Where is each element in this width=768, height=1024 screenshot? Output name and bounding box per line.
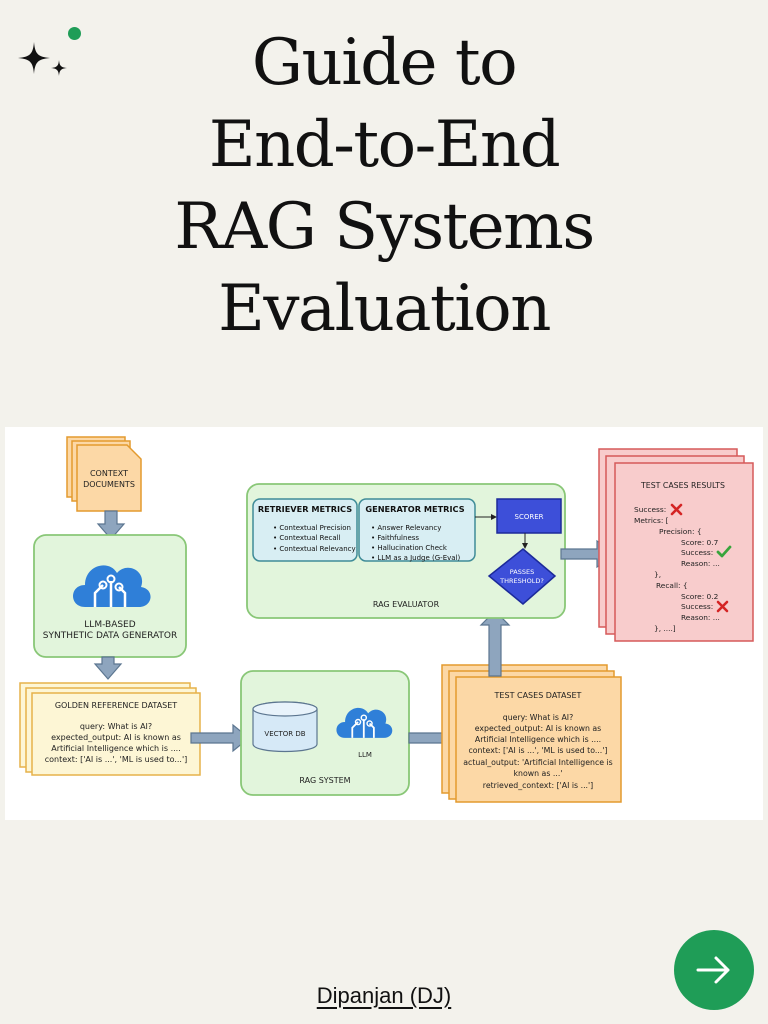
retriever-metrics-title: RETRIEVER METRICS [258,504,352,514]
title-line: End-to-End [208,108,561,182]
next-button[interactable] [674,930,754,1010]
test-dataset-title: TEST CASES DATASET [494,691,582,700]
results-line: Score: 0.2 [681,592,718,601]
generator-metric: • LLM as a Judge (G-Eval) [371,554,461,562]
generator-label: SYNTHETIC DATA GENERATOR [43,631,178,641]
test-dataset-line: query: What is AI? [503,713,574,722]
rag-system: VECTOR DB LLM RAG SYSTEM [240,670,410,796]
golden-line: expected_output: AI is known as [51,733,181,742]
rag-evaluator: RETRIEVER METRICS • Contextual Precision… [246,483,566,619]
test-dataset-line: known as ...' [514,769,563,778]
golden-line: query: What is AI? [80,722,152,731]
threshold-decision [487,548,557,605]
scorer-label: SCORER [515,513,544,521]
database-icon [252,701,318,753]
context-docs-label: DOCUMENTS [83,480,135,489]
test-cases-dataset: TEST CASES DATASET query: What is AI? ex… [441,664,622,803]
rag-evaluation-diagram: CONTEXT DOCUMENTS LLM-BASED SYNTHETIC DA… [5,427,763,820]
vector-db-label: VECTOR DB [264,730,305,738]
flow-arrow [93,656,123,680]
generator-metric: • Faithfulness [371,534,419,542]
generator-metrics-title: GENERATOR METRICS [365,504,464,514]
context-docs-label: CONTEXT [90,469,128,478]
results-line: }, ....] [654,624,676,633]
golden-line: Artificial Intelligence which is .... [51,744,181,753]
results-line: Metrics: [ [634,516,669,525]
cross-icon [716,600,729,613]
flow-arrow [96,510,126,540]
llm-label: LLM [358,751,372,759]
results-line: Reason: ... [681,559,720,568]
results-line: Recall: { [656,581,688,590]
golden-title: GOLDEN REFERENCE DATASET [55,701,177,710]
author-link[interactable]: Dipanjan (DJ) [316,983,452,1008]
results-line: Success: [681,548,713,557]
results-line: Reason: ... [681,613,720,622]
title-line: Evaluation [218,272,551,346]
test-cases-results: TEST CASES RESULTS Success: Metrics: [ P… [598,448,754,642]
test-dataset-line: expected_output: AI is known as [475,724,602,733]
results-line: Score: 0.7 [681,538,719,547]
retriever-metric: • Contextual Precision [273,524,351,532]
results-line: Success: [681,602,713,611]
rag-system-label: RAG SYSTEM [299,776,350,785]
page-title: Guide to End-to-End RAG Systems Evaluati… [0,22,768,350]
threshold-label: THRESHOLD? [499,577,544,585]
title-line: RAG Systems [174,190,595,264]
author-credit: Dipanjan (DJ) [0,983,768,1009]
test-dataset-line: actual_output: 'Artificial Intelligence … [463,758,613,767]
retriever-metric: • Contextual Recall [273,534,341,542]
rag-evaluator-label: RAG EVALUATOR [373,600,440,609]
results-title: TEST CASES RESULTS [640,481,725,490]
check-icon [716,545,732,558]
generator-metric: • Answer Relevancy [371,524,441,532]
test-dataset-line: retrieved_context: ['AI is ...'] [483,781,593,790]
scorer-box [496,498,562,534]
sparkle-icon [18,42,67,76]
status-dot [68,27,81,40]
generator-metric: • Hallucination Check [371,544,448,552]
cloud-circuit-icon [336,707,393,738]
cross-icon [670,503,683,516]
results-line: }, [654,570,661,579]
synthetic-data-generator: LLM-BASED SYNTHETIC DATA GENERATOR [33,534,187,658]
results-line: Success: [634,505,666,514]
golden-reference-dataset: GOLDEN REFERENCE DATASET query: What is … [19,682,201,776]
threshold-label: PASSES [510,568,534,576]
results-line: Precision: { [659,527,702,536]
cloud-circuit-icon [73,565,151,607]
context-documents: CONTEXT DOCUMENTS [66,436,142,512]
retriever-metric: • Contextual Relevancy [273,545,356,553]
test-dataset-line: Artificial Intelligence which is .... [475,735,601,744]
arrow-right-icon [696,956,730,984]
generator-label: LLM-BASED [84,620,135,630]
test-dataset-line: context: ['AI is ...', 'ML is used to...… [469,746,608,755]
golden-line: context: ['AI is ...', 'ML is used to...… [45,755,188,764]
title-line: Guide to [251,26,518,100]
